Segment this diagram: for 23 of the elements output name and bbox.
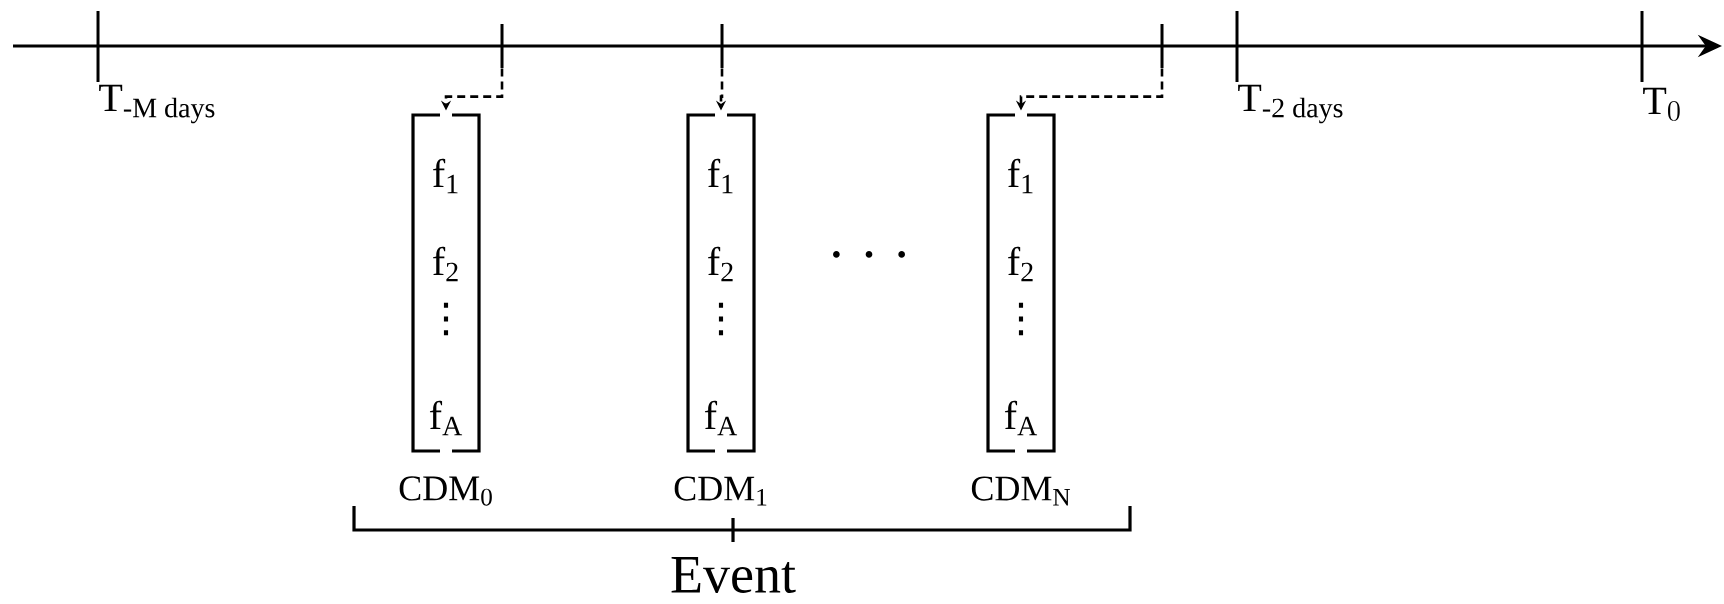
vector-entry: ⋮ [1018, 302, 1024, 336]
vector-entry: f$_{A}$ [1004, 400, 1038, 436]
vector-entry: f$_{2}$ [1008, 246, 1033, 282]
tick-mark [1160, 24, 1164, 68]
tick-label: $\mathrm{T}_{0}$ [1643, 87, 1680, 121]
vector-entry: ⋮ [718, 302, 724, 336]
group-label: Event [671, 557, 796, 593]
vector-entry: f$_{1}$ [708, 158, 733, 194]
vector-entry: f$_{1}$ [433, 158, 458, 194]
vector-entry: ⋮ [443, 302, 449, 336]
vector-entry: f$_{2}$ [708, 246, 733, 282]
vector-entry: f$_{2}$ [433, 246, 458, 282]
vector-caption: CDM$_{0}$ [399, 476, 492, 506]
tick-label: $\mathrm{T}_{\text{-2 days}}$ [1238, 84, 1343, 124]
vector-caption: CDM$_{N}$ [971, 476, 1070, 506]
vector-caption: CDM$_{1}$ [674, 476, 767, 506]
ellipsis: · · · [833, 251, 905, 258]
tick-label: $\mathrm{T}_{\text{-M days}}$ [99, 84, 215, 124]
vector-entry: f$_{A}$ [704, 400, 738, 436]
tick-mark [500, 24, 504, 68]
vector-entry: f$_{1}$ [1008, 158, 1033, 194]
tick-mark [720, 24, 724, 68]
vector-entry: f$_{A}$ [429, 400, 463, 436]
